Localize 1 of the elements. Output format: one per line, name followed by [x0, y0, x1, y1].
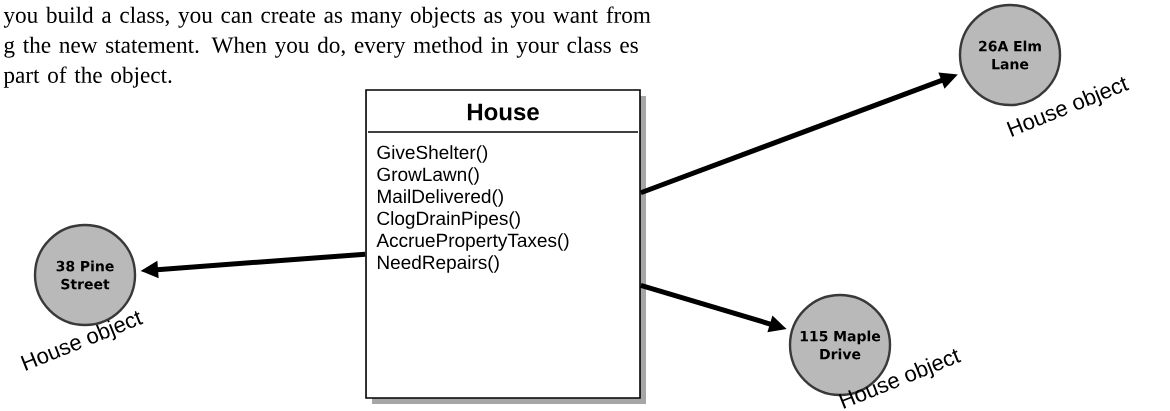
class-box: House GiveShelter() GrowLawn() MailDelivered() ClogDrainPipes() AccruePropertyTaxes() NeedRepairs()	[365, 89, 646, 404]
